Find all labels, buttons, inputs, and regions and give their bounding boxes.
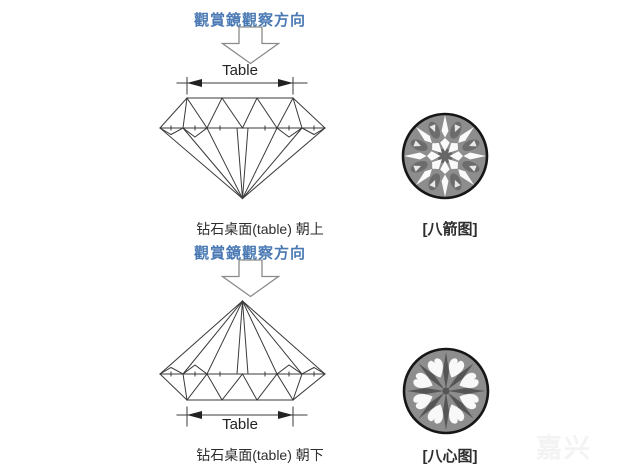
eight-hearts-icon (402, 347, 490, 435)
eight-hearts-label: [八心图] (422, 448, 478, 465)
viewing-direction-label-bottom: 觀賞鏡觀察方向 (193, 245, 306, 262)
down-arrow-icon (221, 26, 280, 65)
watermark-text: 嘉兴 (536, 433, 593, 463)
caption-table-up: 钻石桌面(table) 朝上 (196, 221, 324, 237)
diamond-wireframe-up (159, 97, 326, 200)
table-label-top: Table (222, 62, 258, 79)
table-width-measure-bottom (176, 406, 308, 427)
eight-arrows-icon (401, 112, 489, 200)
caption-table-down: 钻石桌面(table) 朝下 (196, 447, 324, 463)
eight-arrows-label: [八箭图] (422, 221, 478, 238)
diamond-wireframe-down (159, 300, 326, 401)
table-width-measure-top (176, 77, 308, 95)
diamond-side-view-table-up (159, 77, 326, 200)
viewing-direction-label-top: 觀賞鏡觀察方向 (193, 12, 306, 29)
down-arrow-icon (221, 259, 280, 298)
table-label-bottom: Table (222, 416, 258, 433)
diamond-side-view-table-down (159, 300, 326, 427)
